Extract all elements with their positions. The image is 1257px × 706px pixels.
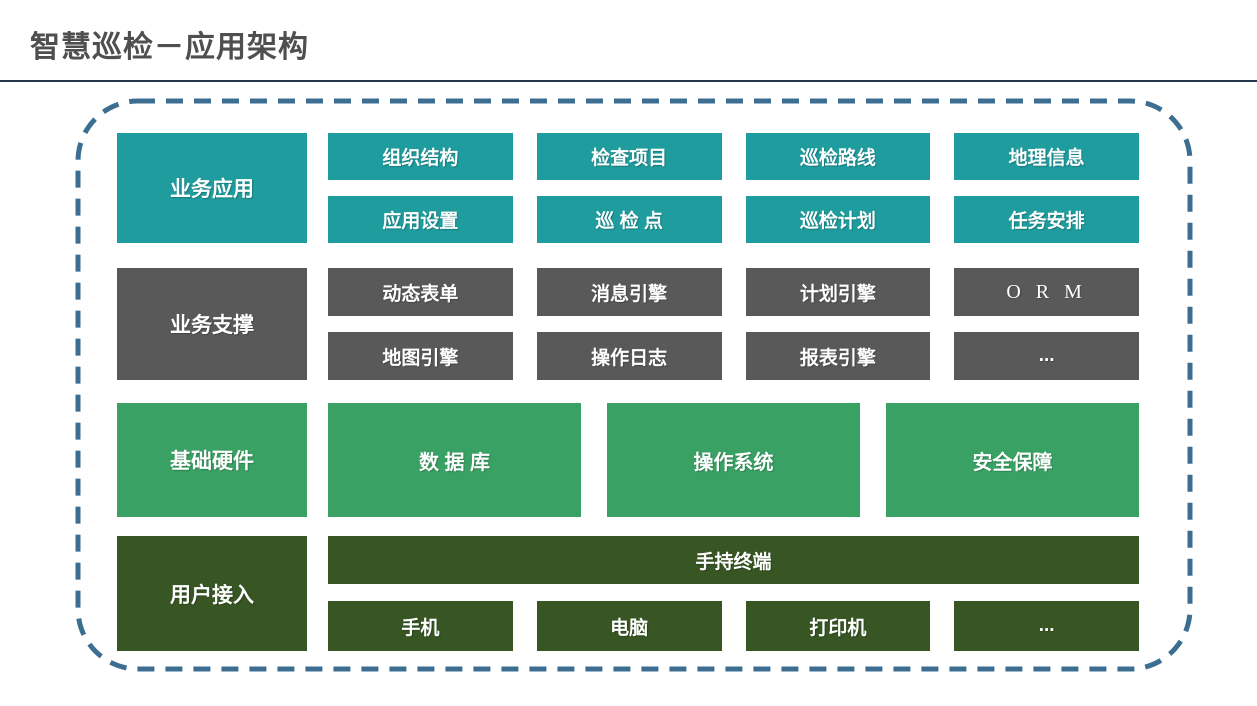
layer-business-support: 业务支撑 动态表单 消息引擎 计划引擎 O R M 地图引擎 操作日志 报表引擎… xyxy=(0,268,1257,380)
box-org-structure: 组织结构 xyxy=(328,133,513,180)
box-orm: O R M xyxy=(954,268,1139,316)
layer-basic-hardware: 基础硬件 数 据 库 操作系统 安全保障 xyxy=(0,403,1257,517)
layer-grid-business-support: 动态表单 消息引擎 计划引擎 O R M 地图引擎 操作日志 报表引擎 ... xyxy=(328,268,1139,380)
box-message-engine: 消息引擎 xyxy=(536,268,722,316)
box-operation-log: 操作日志 xyxy=(536,332,722,380)
box-task-schedule: 任务安排 xyxy=(954,196,1139,243)
layer-business-apps: 业务应用 组织结构 检查项目 巡检路线 地理信息 应用设置 巡 检 点 巡检计划… xyxy=(0,133,1257,243)
box-patrol-routes: 巡检路线 xyxy=(745,133,931,180)
box-support-more: ... xyxy=(954,332,1139,380)
layer-grid-basic-hardware: 数 据 库 操作系统 安全保障 xyxy=(328,403,1139,517)
box-mobile-phone: 手机 xyxy=(328,601,513,651)
box-patrol-points: 巡 检 点 xyxy=(536,196,722,243)
box-dynamic-forms: 动态表单 xyxy=(328,268,513,316)
box-database: 数 据 库 xyxy=(328,403,581,517)
box-patrol-plans: 巡检计划 xyxy=(745,196,931,243)
user-access-devices-row: 手机 电脑 打印机 ... xyxy=(328,601,1139,651)
box-computer: 电脑 xyxy=(536,601,722,651)
layer-label-business-apps: 业务应用 xyxy=(117,133,307,243)
layer-label-basic-hardware: 基础硬件 xyxy=(117,403,307,517)
box-geo-info: 地理信息 xyxy=(954,133,1139,180)
box-access-more: ... xyxy=(954,601,1139,651)
title-divider xyxy=(0,80,1257,82)
box-report-engine: 报表引擎 xyxy=(745,332,931,380)
box-operating-system: 操作系统 xyxy=(607,403,860,517)
box-printer: 打印机 xyxy=(745,601,931,651)
box-security: 安全保障 xyxy=(886,403,1139,517)
box-map-engine: 地图引擎 xyxy=(328,332,513,380)
page-title: 智慧巡检－应用架构 xyxy=(30,31,309,64)
box-app-settings: 应用设置 xyxy=(328,196,513,243)
layer-user-access: 用户接入 手持终端 手机 电脑 打印机 ... xyxy=(0,536,1257,651)
layer-label-business-support: 业务支撑 xyxy=(117,268,307,380)
box-check-items: 检查项目 xyxy=(536,133,722,180)
layer-grid-business-apps: 组织结构 检查项目 巡检路线 地理信息 应用设置 巡 检 点 巡检计划 任务安排 xyxy=(328,133,1139,243)
box-plan-engine: 计划引擎 xyxy=(745,268,931,316)
layer-grid-user-access: 手持终端 手机 电脑 打印机 ... xyxy=(328,536,1139,651)
layer-label-user-access: 用户接入 xyxy=(117,536,307,651)
box-handheld-terminal: 手持终端 xyxy=(328,536,1139,584)
